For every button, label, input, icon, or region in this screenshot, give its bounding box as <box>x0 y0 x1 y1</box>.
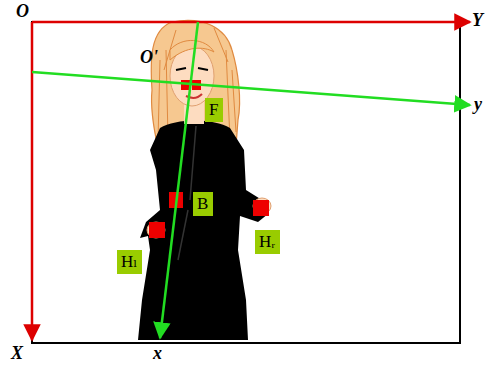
black-suit <box>138 121 268 341</box>
part-label: Hₗ <box>121 252 138 272</box>
axis-label: y <box>474 95 482 115</box>
y-axis-global <box>32 21 470 24</box>
x-axis-local <box>160 22 198 338</box>
axis-label: X <box>11 344 23 364</box>
y-axis-local <box>32 72 470 105</box>
left-hand <box>147 222 165 238</box>
part-label: Hᵣ <box>259 232 276 252</box>
label-box: Hᵣ <box>255 230 280 254</box>
part-label: F <box>209 100 219 120</box>
hand-marker <box>253 200 269 216</box>
origin-label: O' <box>140 48 158 68</box>
axis-label: x <box>153 344 162 364</box>
fringe <box>170 40 214 60</box>
image-frame <box>32 22 460 343</box>
label-box: B <box>193 192 213 216</box>
label-box: F <box>205 98 223 122</box>
label-box: Hₗ <box>117 250 142 274</box>
hand-marker <box>149 222 165 238</box>
axis-label: Y <box>472 11 483 31</box>
origin-label: O <box>16 2 29 22</box>
part-label: B <box>197 194 209 214</box>
x-axis-global <box>31 22 34 340</box>
